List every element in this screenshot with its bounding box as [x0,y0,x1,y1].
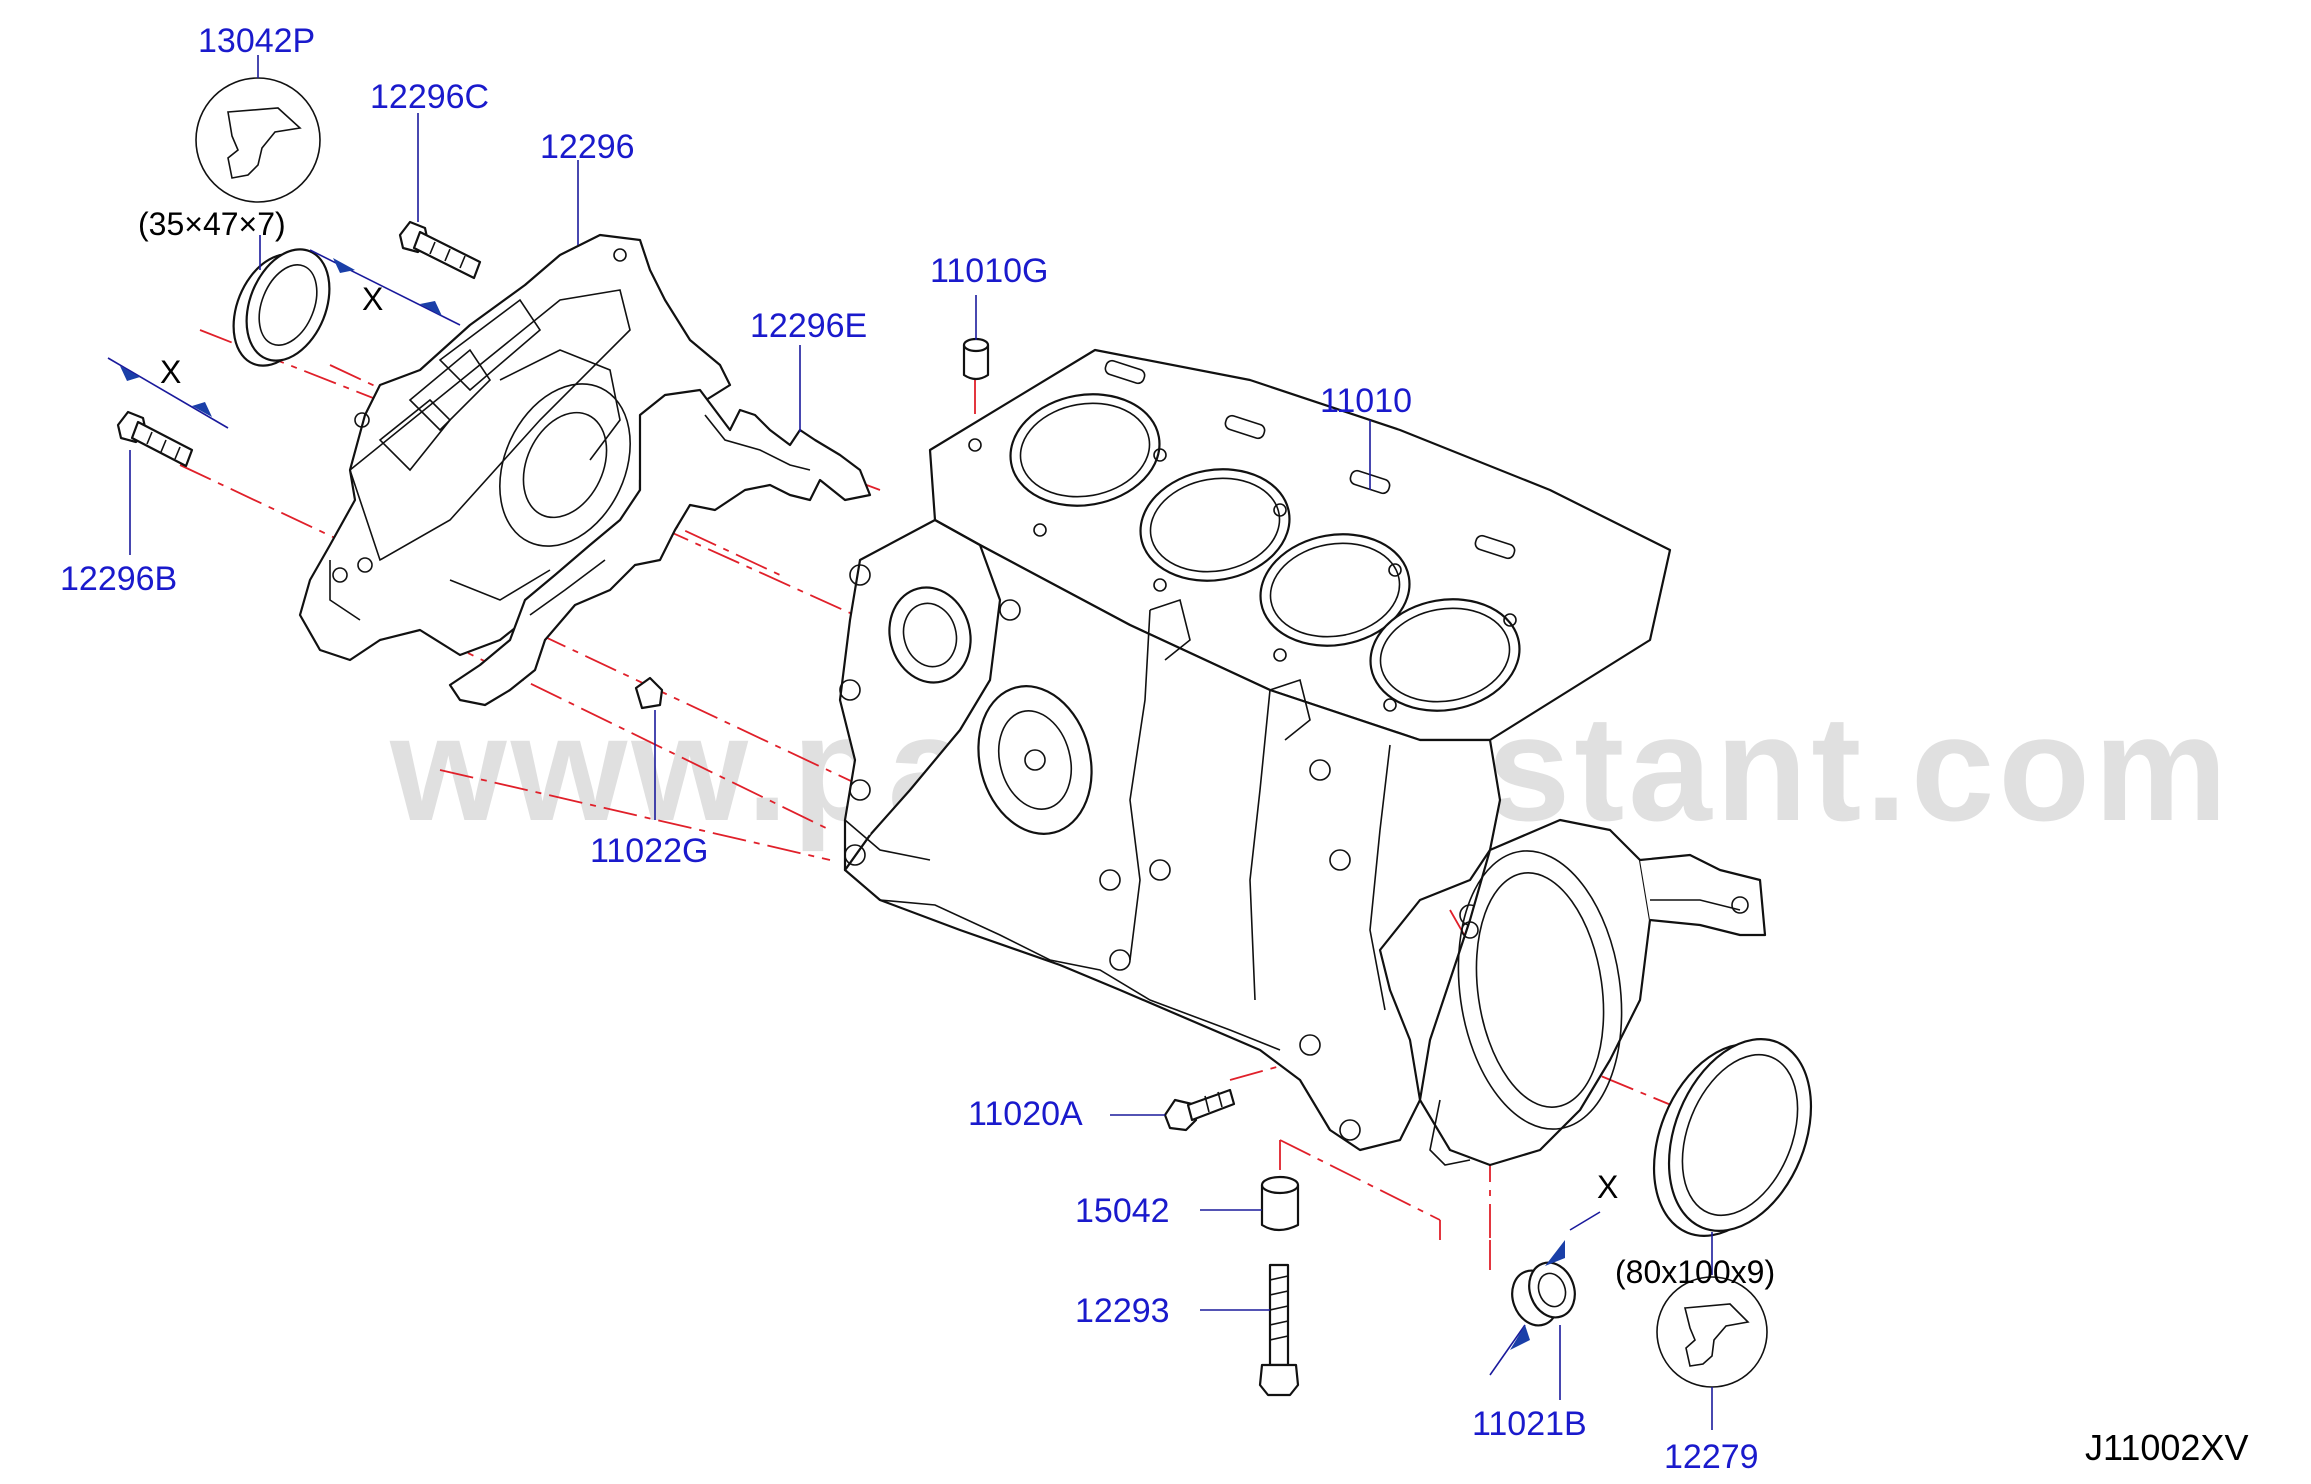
front-cover-12296 [298,233,732,662]
label-12296: 12296 [540,128,635,166]
plug-11021B [1511,1261,1576,1327]
gasket-12296E [448,388,872,707]
torque-mark-left-bolt: X [160,354,181,390]
torque-mark-plug: X [1597,1169,1618,1205]
rear-seal-size: (80x100x9) [1615,1254,1775,1290]
label-12296E: 12296E [750,307,867,345]
leader-lines [129,55,1713,1430]
dowel-11010G [962,337,990,381]
pin-11022G [634,676,664,710]
sleeve-15042 [1260,1175,1300,1232]
label-11020A: 11020A [968,1095,1083,1133]
front-seal-size: (35×47×7) [138,206,286,242]
diagram-code: J11002XV [2085,1427,2248,1468]
label-13042P: 13042P [198,22,315,60]
torque-mark-upper-bolt: X [362,281,383,317]
label-11010G: 11010G [930,252,1048,290]
label-11022G: 11022G [590,832,708,870]
rear-oil-seal-12279 [1652,1038,1813,1237]
seal-section-callout-12279 [1656,1276,1768,1388]
bolt-11020A [1163,1088,1236,1132]
stud-12293 [1258,1263,1300,1397]
label-12293: 12293 [1075,1292,1170,1330]
label-15042: 15042 [1075,1192,1170,1230]
front-oil-seal [232,248,331,367]
label-12296B: 12296B [60,560,177,598]
seal-section-callout-13042P [195,77,321,203]
label-12279: 12279 [1664,1438,1759,1476]
bolt-12296C [398,220,482,280]
label-12296C: 12296C [370,78,489,116]
label-11021B: 11021B [1472,1405,1587,1443]
label-11010: 11010 [1320,382,1412,420]
bolt-12296B [116,410,194,468]
torque-arrows [107,249,1601,1376]
cylinder-block-11010 [838,348,1767,1167]
